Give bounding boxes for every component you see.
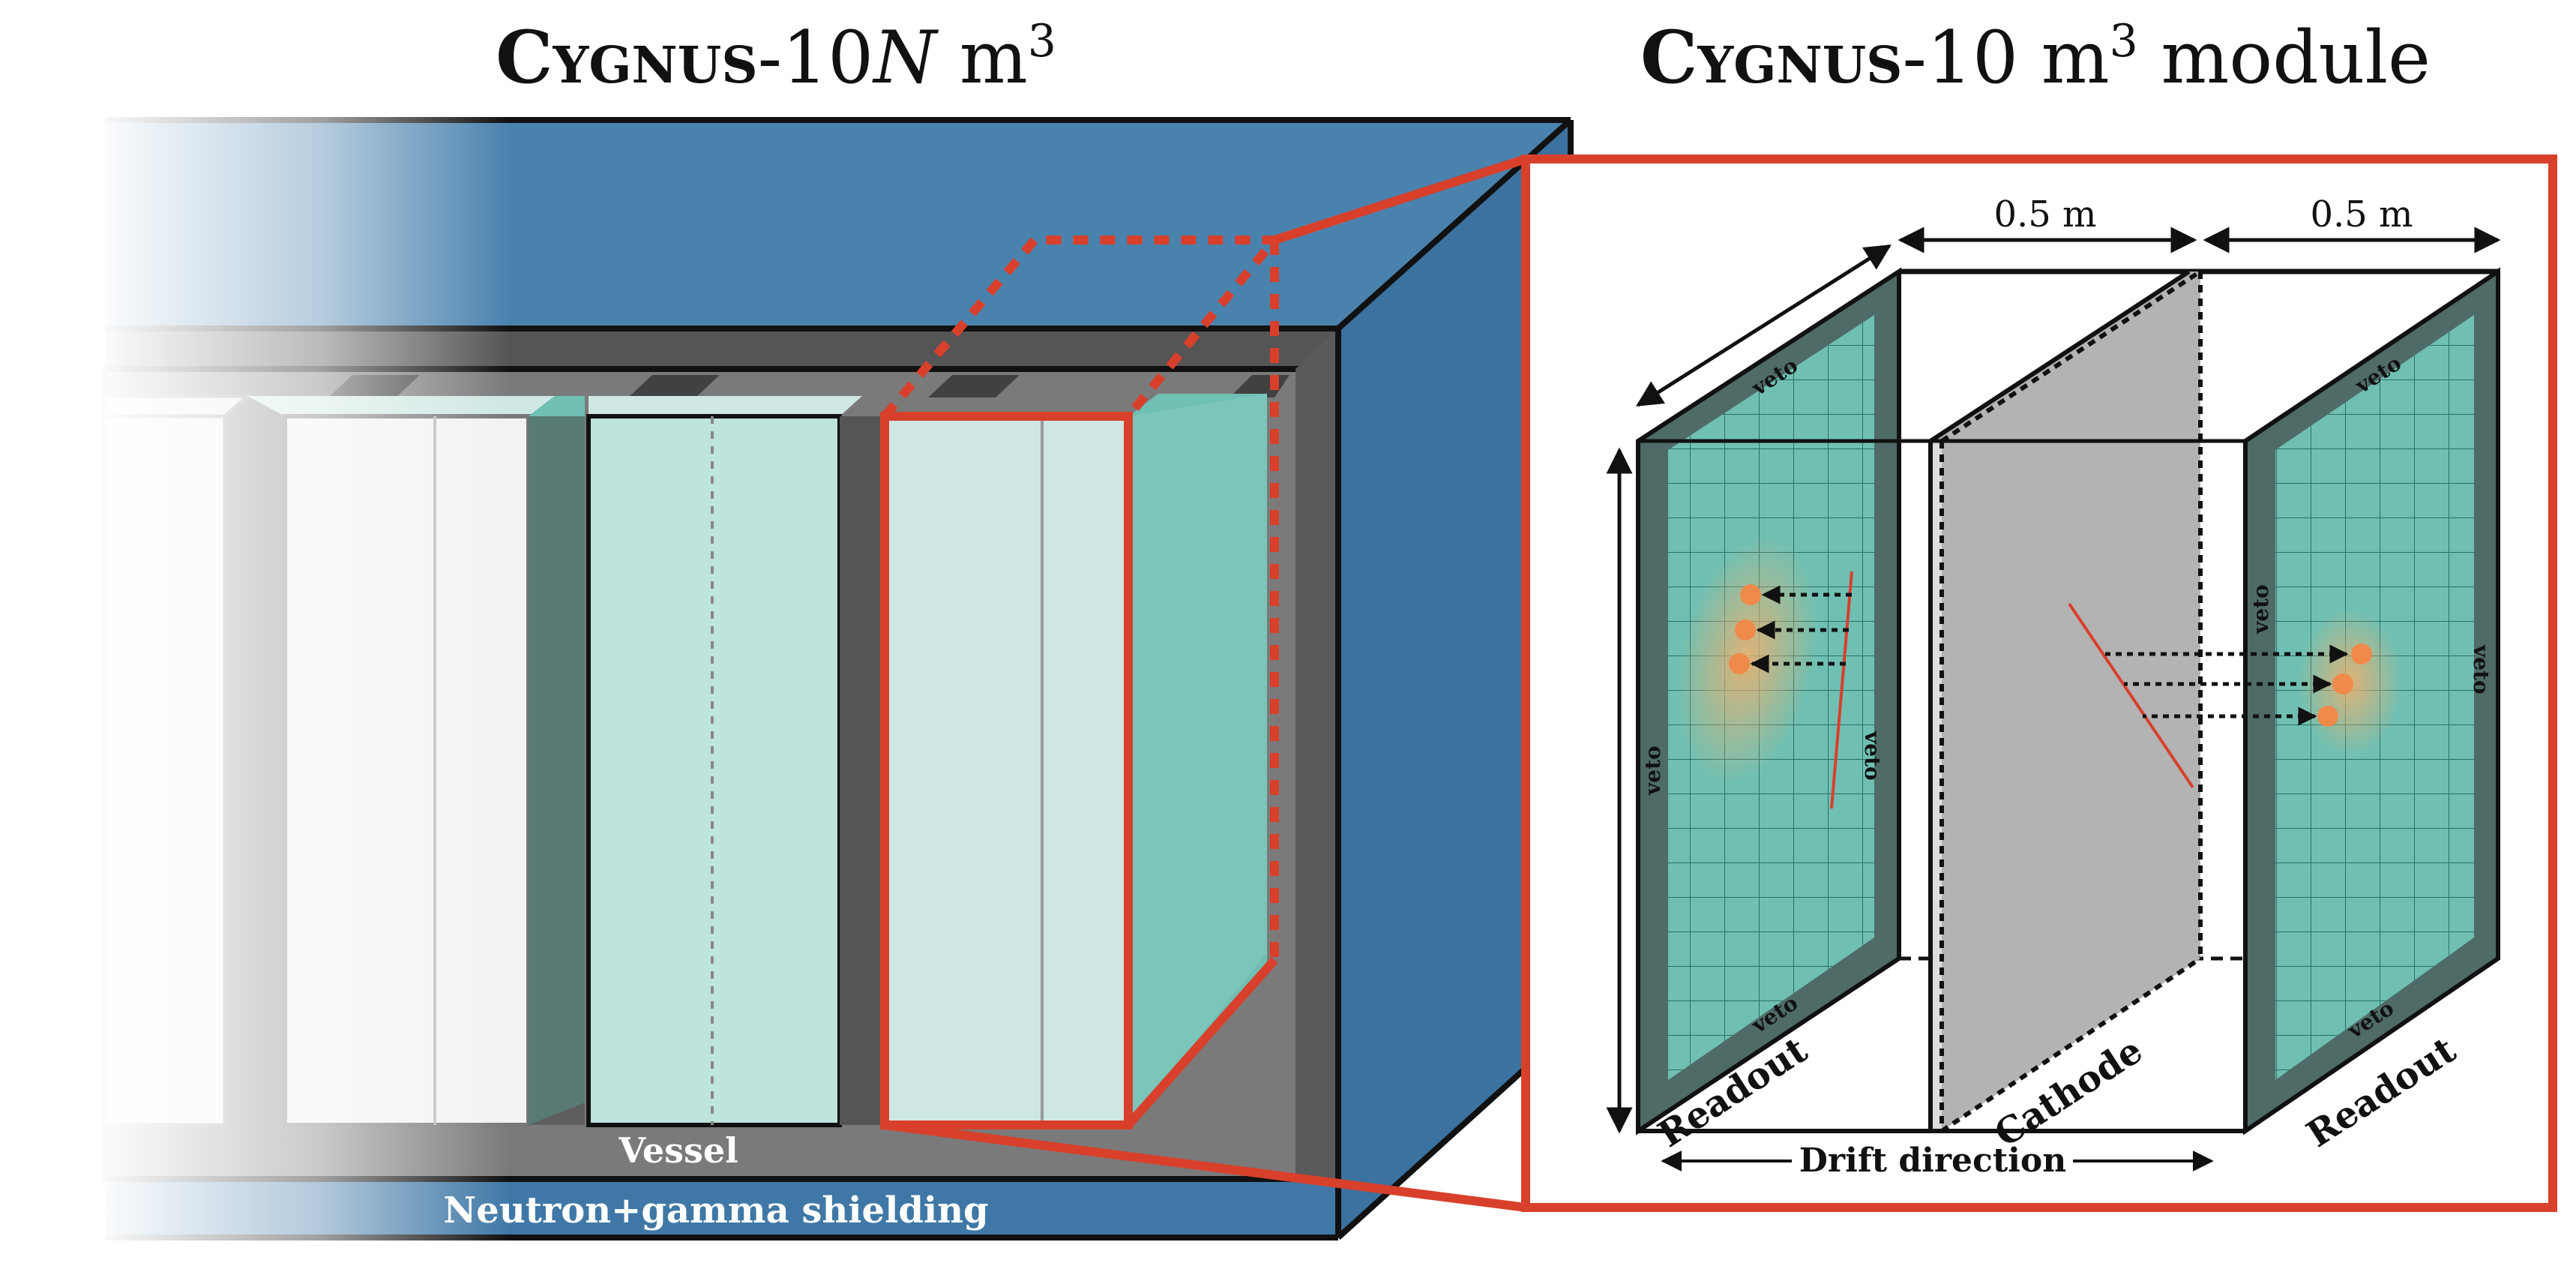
dim-label-right: 0.5 m — [2310, 194, 2413, 236]
cathode-plane — [1928, 269, 2203, 1133]
left-title: Cygnus-10N m3 — [496, 15, 1056, 100]
right-title: Cygnus-10 m3 module — [1640, 15, 2431, 100]
dim-label-left: 0.5 m — [1993, 194, 2096, 236]
dim-arrow-depth — [1636, 244, 1892, 407]
fade-overlay — [90, 112, 510, 1252]
module-3 — [586, 396, 885, 1127]
readout-plane-right: veto veto veto veto — [2105, 267, 2500, 1136]
electron-r1 — [2351, 644, 2372, 664]
veto-right-left: veto — [1860, 730, 1885, 781]
module-detail-panel: veto veto veto veto — [1521, 154, 2557, 1212]
shielding-label: Neutron+gamma shielding — [443, 1190, 988, 1232]
electron-r3 — [2317, 706, 2338, 727]
readout-plane-left: veto veto veto veto — [1636, 267, 1901, 1136]
zoom-line-top — [1273, 154, 1527, 244]
electron-l2 — [1735, 620, 1756, 640]
electron-r2 — [2332, 674, 2353, 694]
left-detector: Vessel Neutron+gamma shielding — [90, 112, 1574, 1252]
module-4-highlighted — [880, 236, 1284, 1130]
veto-side-right-inner: veto — [2248, 584, 2273, 634]
vessel-label: Vessel — [618, 1130, 738, 1171]
drift-direction-label: Drift direction — [1799, 1142, 2066, 1180]
electron-l1 — [1740, 584, 1761, 605]
shielding-right-face — [1338, 120, 1571, 1238]
veto-side-right-outer: veto — [2469, 644, 2494, 694]
electron-l3 — [1729, 653, 1750, 674]
veto-side-left: veto — [1640, 746, 1665, 796]
zoom-line-bottom — [884, 1120, 1526, 1212]
